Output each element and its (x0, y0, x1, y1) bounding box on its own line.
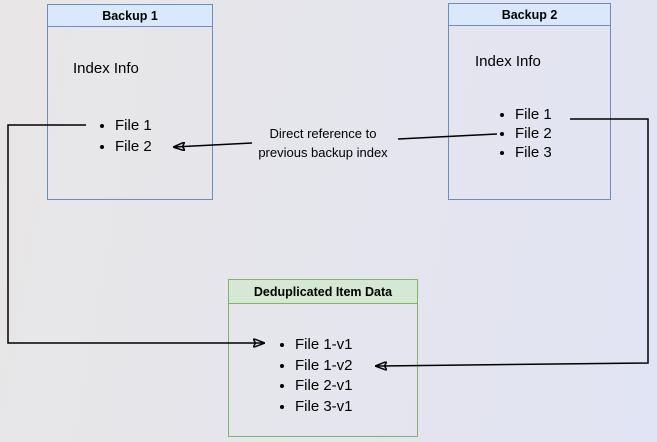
list-item: File 1 (115, 115, 152, 136)
backup1-file-list: File 1File 2 (98, 115, 152, 157)
backup1-subtitle: Index Info (73, 60, 139, 77)
dedup-title: Deduplicated Item Data (229, 280, 417, 304)
list-item: File 1-v1 (295, 335, 353, 356)
list-item: File 1-v2 (295, 356, 353, 377)
list-item: File 3-v1 (295, 397, 353, 418)
list-item: File 3 (515, 143, 552, 162)
list-item: File 2 (115, 136, 152, 157)
edge-label-direct-reference: Direct reference to previous backup inde… (233, 124, 413, 162)
backup1-title: Backup 1 (48, 5, 212, 27)
backup2-box: Backup 2 (448, 3, 611, 200)
edge-label-line1: Direct reference to (269, 126, 377, 141)
backup1-box: Backup 1 (47, 4, 213, 200)
backup2-title: Backup 2 (449, 4, 610, 26)
backup2-subtitle: Index Info (475, 53, 541, 70)
dedup-file-list: File 1-v1File 1-v2File 2-v1File 3-v1 (278, 335, 353, 417)
backup2-file-list: File 1File 2File 3 (498, 105, 552, 162)
list-item: File 2-v1 (295, 376, 353, 397)
list-item: File 2 (515, 124, 552, 143)
edge-label-line2: previous backup index (258, 145, 388, 160)
list-item: File 1 (515, 105, 552, 124)
